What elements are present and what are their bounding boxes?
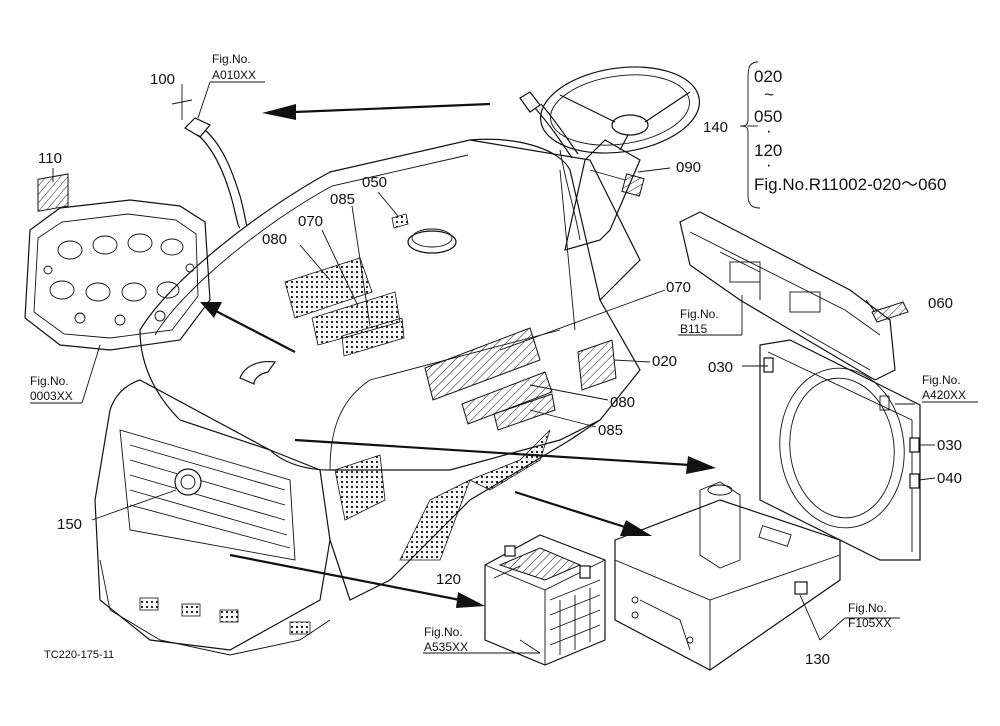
bracket-line-1: 020 xyxy=(754,67,782,86)
callout-070-upper: 070 xyxy=(298,213,323,230)
callout-050: 050 xyxy=(362,174,387,191)
engine-gasket-drawing xyxy=(24,199,211,351)
fig-ref-a010-code: A010XX xyxy=(212,68,256,82)
callout-150: 150 xyxy=(57,516,82,533)
callout-130: 130 xyxy=(805,651,830,668)
callout-120: 120 xyxy=(436,571,461,588)
decal-085-side xyxy=(493,393,556,431)
steering-wheel-drawing xyxy=(469,66,701,301)
fig-ref-0003-label: Fig.No. xyxy=(30,374,69,388)
fig-ref-f105-label: Fig.No. xyxy=(848,601,887,615)
decal-080-upper xyxy=(284,257,373,319)
fig-ref-f105-code: F105XX xyxy=(848,616,891,630)
fig-ref-b115-code: B115 xyxy=(680,322,707,336)
decal-060 xyxy=(871,301,909,323)
fig-ref-0003-code: 0003XX xyxy=(30,389,73,403)
bracket-line-6: · xyxy=(766,155,772,174)
callout-070-side: 070 xyxy=(666,279,691,296)
callout-080-upper: 080 xyxy=(262,231,287,248)
callout-040: 040 xyxy=(937,470,962,487)
decal-080-side xyxy=(461,371,553,425)
bracket-line-7: Fig.No.R11002-020～060 xyxy=(754,175,946,194)
decal-020 xyxy=(577,339,617,391)
wire-harness-drawing xyxy=(184,91,579,229)
part-090-emblem xyxy=(621,173,645,197)
fig-ref-a010-label: Fig.No. xyxy=(212,52,251,66)
callout-085-upper: 085 xyxy=(330,191,355,208)
callout-090: 090 xyxy=(676,159,701,176)
callout-030-lower: 030 xyxy=(937,437,962,454)
callout-140: 140 xyxy=(703,119,728,136)
control-panel-drawing xyxy=(679,211,896,381)
decal-050 xyxy=(391,213,409,229)
leader-lines xyxy=(91,81,978,654)
bracket-140 xyxy=(739,61,761,209)
callout-100: 100 xyxy=(150,71,175,88)
bracket-line-4: · xyxy=(766,121,772,140)
drawing-code: TC220-175-11 xyxy=(44,649,114,661)
bracket-line-5: 120 xyxy=(754,141,782,160)
hood-drawing xyxy=(94,138,641,656)
battery-drawing xyxy=(484,534,606,666)
callout-110: 110 xyxy=(38,150,62,167)
radiator-shroud-drawing xyxy=(759,339,921,561)
fig-ref-a420-label: Fig.No. xyxy=(922,373,961,387)
callout-080-side: 080 xyxy=(610,394,635,411)
direction-arrows xyxy=(200,102,716,608)
fig-ref-a535-code: A535XX xyxy=(424,640,468,654)
bracket-line-2: ~ xyxy=(764,85,774,104)
callout-085-side: 085 xyxy=(598,422,623,439)
decal-085-upper xyxy=(341,317,405,357)
battery-stand-drawing xyxy=(614,481,841,671)
fig-ref-a535-label: Fig.No. xyxy=(424,625,463,639)
fig-ref-a420-code: A420XX xyxy=(922,388,966,402)
bracket-line-3: 050 xyxy=(754,107,782,126)
callout-020: 020 xyxy=(652,353,677,370)
callout-060: 060 xyxy=(928,295,953,312)
callout-030-upper: 030 xyxy=(708,359,733,376)
fig-ref-b115-label: Fig.No. xyxy=(680,307,719,321)
